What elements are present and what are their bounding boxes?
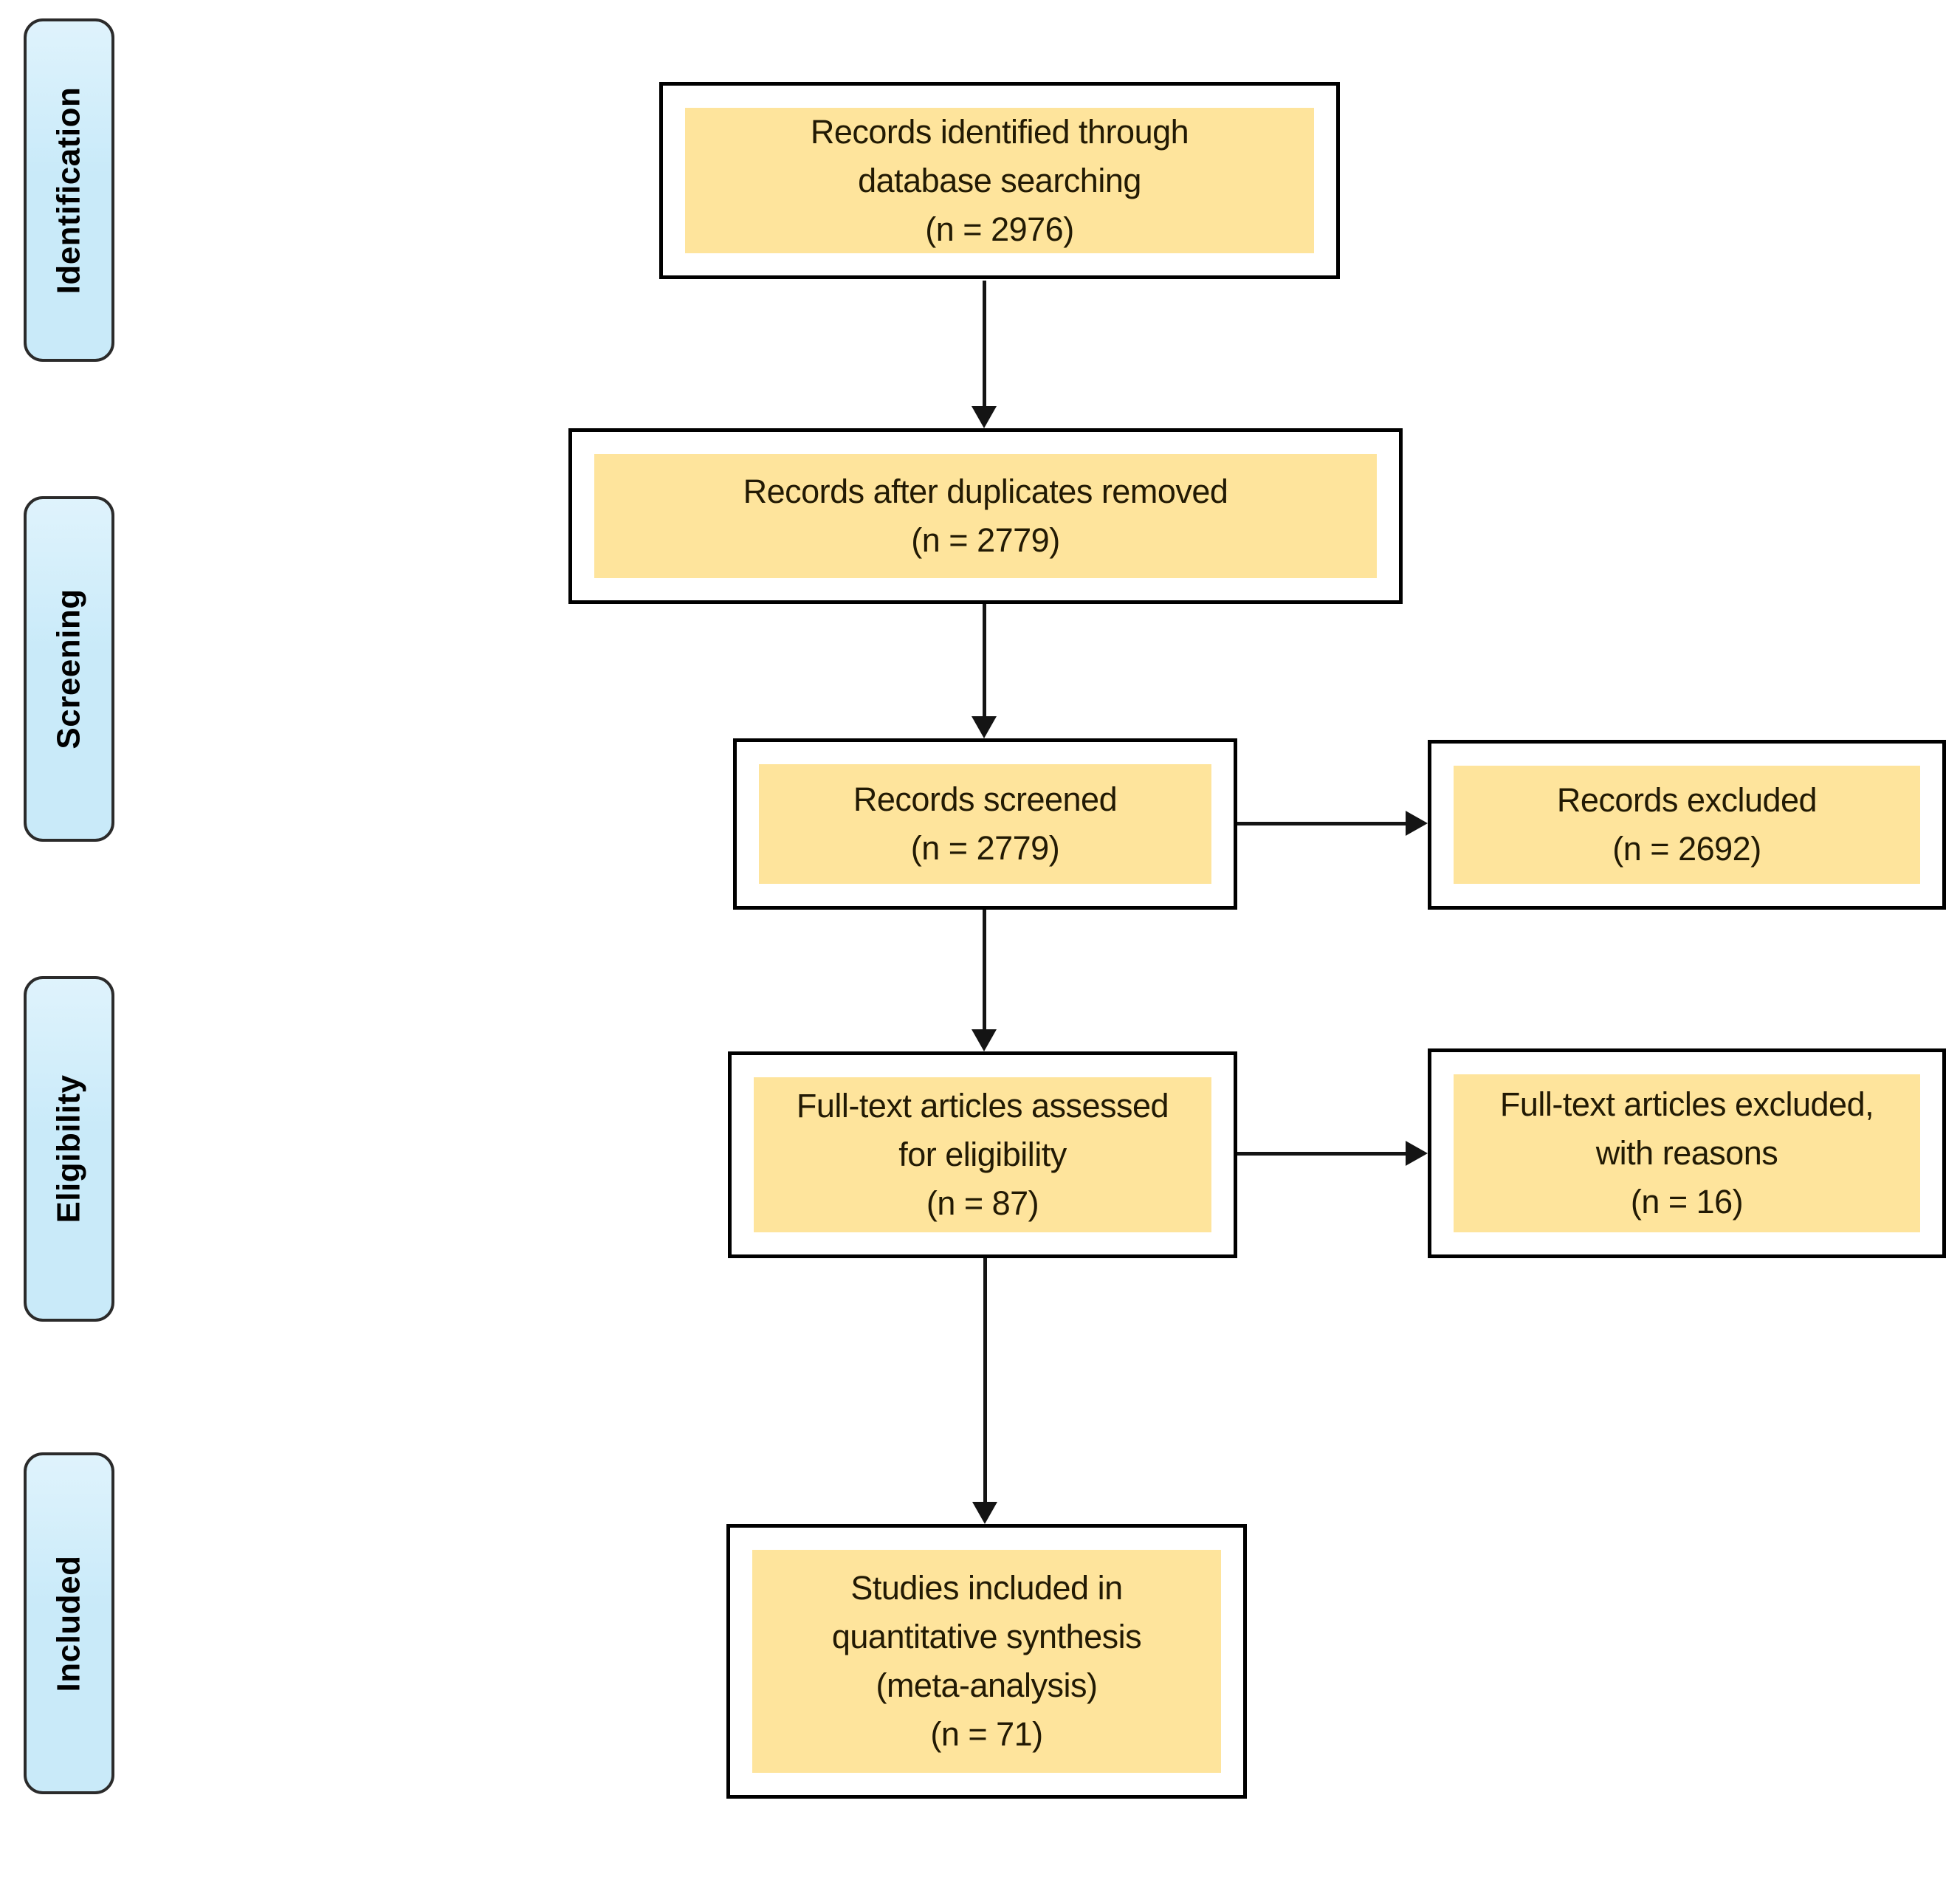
node-studies-included: Studies included in quantitative synthes… <box>726 1524 1247 1799</box>
node-line: (n = 2692) <box>1612 830 1761 868</box>
stage-included: Included <box>24 1452 114 1794</box>
arrowhead-identified-to-deduplicated <box>972 406 997 428</box>
node-records-identified: Records identified through database sear… <box>659 82 1340 279</box>
node-highlight: Records screened (n = 2779) <box>759 764 1211 884</box>
node-line: for eligibility <box>898 1136 1067 1173</box>
node-line: Full-text articles assessed <box>796 1087 1169 1125</box>
arrow-fulltext-to-ftexcluded <box>1237 1152 1407 1156</box>
node-line: (n = 2779) <box>911 521 1060 559</box>
node-line: Studies included in <box>850 1569 1123 1607</box>
arrowhead-deduplicated-to-screened <box>972 716 997 738</box>
node-line: quantitative synthesis <box>831 1618 1142 1655</box>
node-line: Records identified through <box>810 112 1189 151</box>
node-records-screened: Records screened (n = 2779) <box>733 738 1237 910</box>
node-line: database searching <box>858 161 1141 199</box>
node-line: with reasons <box>1595 1134 1778 1172</box>
node-line: (n = 71) <box>930 1715 1043 1753</box>
arrow-deduplicated-to-screened <box>983 604 986 718</box>
arrowhead-fulltext-to-ftexcluded <box>1406 1141 1428 1166</box>
node-duplicates-removed: Records after duplicates removed (n = 27… <box>568 428 1403 604</box>
node-line: (n = 2779) <box>910 829 1060 867</box>
stage-label-screening: Screening <box>50 588 87 749</box>
arrowhead-screened-to-excluded <box>1406 811 1428 836</box>
stage-eligibility: Eligibility <box>24 976 114 1322</box>
node-line: Records screened <box>853 780 1118 818</box>
node-records-excluded: Records excluded (n = 2692) <box>1428 740 1946 910</box>
node-highlight: Full-text articles assessed for eligibil… <box>754 1077 1211 1232</box>
node-line: (n = 16) <box>1630 1183 1744 1221</box>
arrow-screened-to-fulltext <box>983 910 986 1031</box>
node-fulltext-excluded: Full-text articles excluded, with reason… <box>1428 1048 1946 1258</box>
node-line: Records excluded <box>1556 781 1818 819</box>
node-highlight: Records after duplicates removed (n = 27… <box>594 454 1377 578</box>
node-highlight: Records identified through database sear… <box>685 108 1314 253</box>
node-line: (n = 87) <box>926 1184 1039 1222</box>
node-fulltext-assessed: Full-text articles assessed for eligibil… <box>728 1051 1237 1258</box>
node-highlight: Full-text articles excluded, with reason… <box>1454 1074 1920 1232</box>
stage-identification: Identification <box>24 18 114 362</box>
node-highlight: Records excluded (n = 2692) <box>1454 766 1920 884</box>
arrowhead-fulltext-to-included <box>972 1502 997 1524</box>
arrow-fulltext-to-included <box>983 1258 987 1503</box>
stage-label-eligibility: Eligibility <box>50 1074 87 1223</box>
arrow-identified-to-deduplicated <box>983 281 986 408</box>
stage-label-included: Included <box>50 1555 87 1692</box>
stage-screening: Screening <box>24 496 114 842</box>
arrow-screened-to-excluded <box>1237 822 1407 825</box>
arrowhead-screened-to-fulltext <box>972 1029 997 1051</box>
node-line: (n = 2976) <box>925 210 1074 248</box>
stage-label-identification: Identification <box>50 86 87 294</box>
node-line: (meta-analysis) <box>876 1666 1098 1704</box>
node-line: Full-text articles excluded, <box>1499 1085 1874 1123</box>
node-line: Records after duplicates removed <box>743 473 1228 510</box>
node-highlight: Studies included in quantitative synthes… <box>752 1550 1221 1773</box>
